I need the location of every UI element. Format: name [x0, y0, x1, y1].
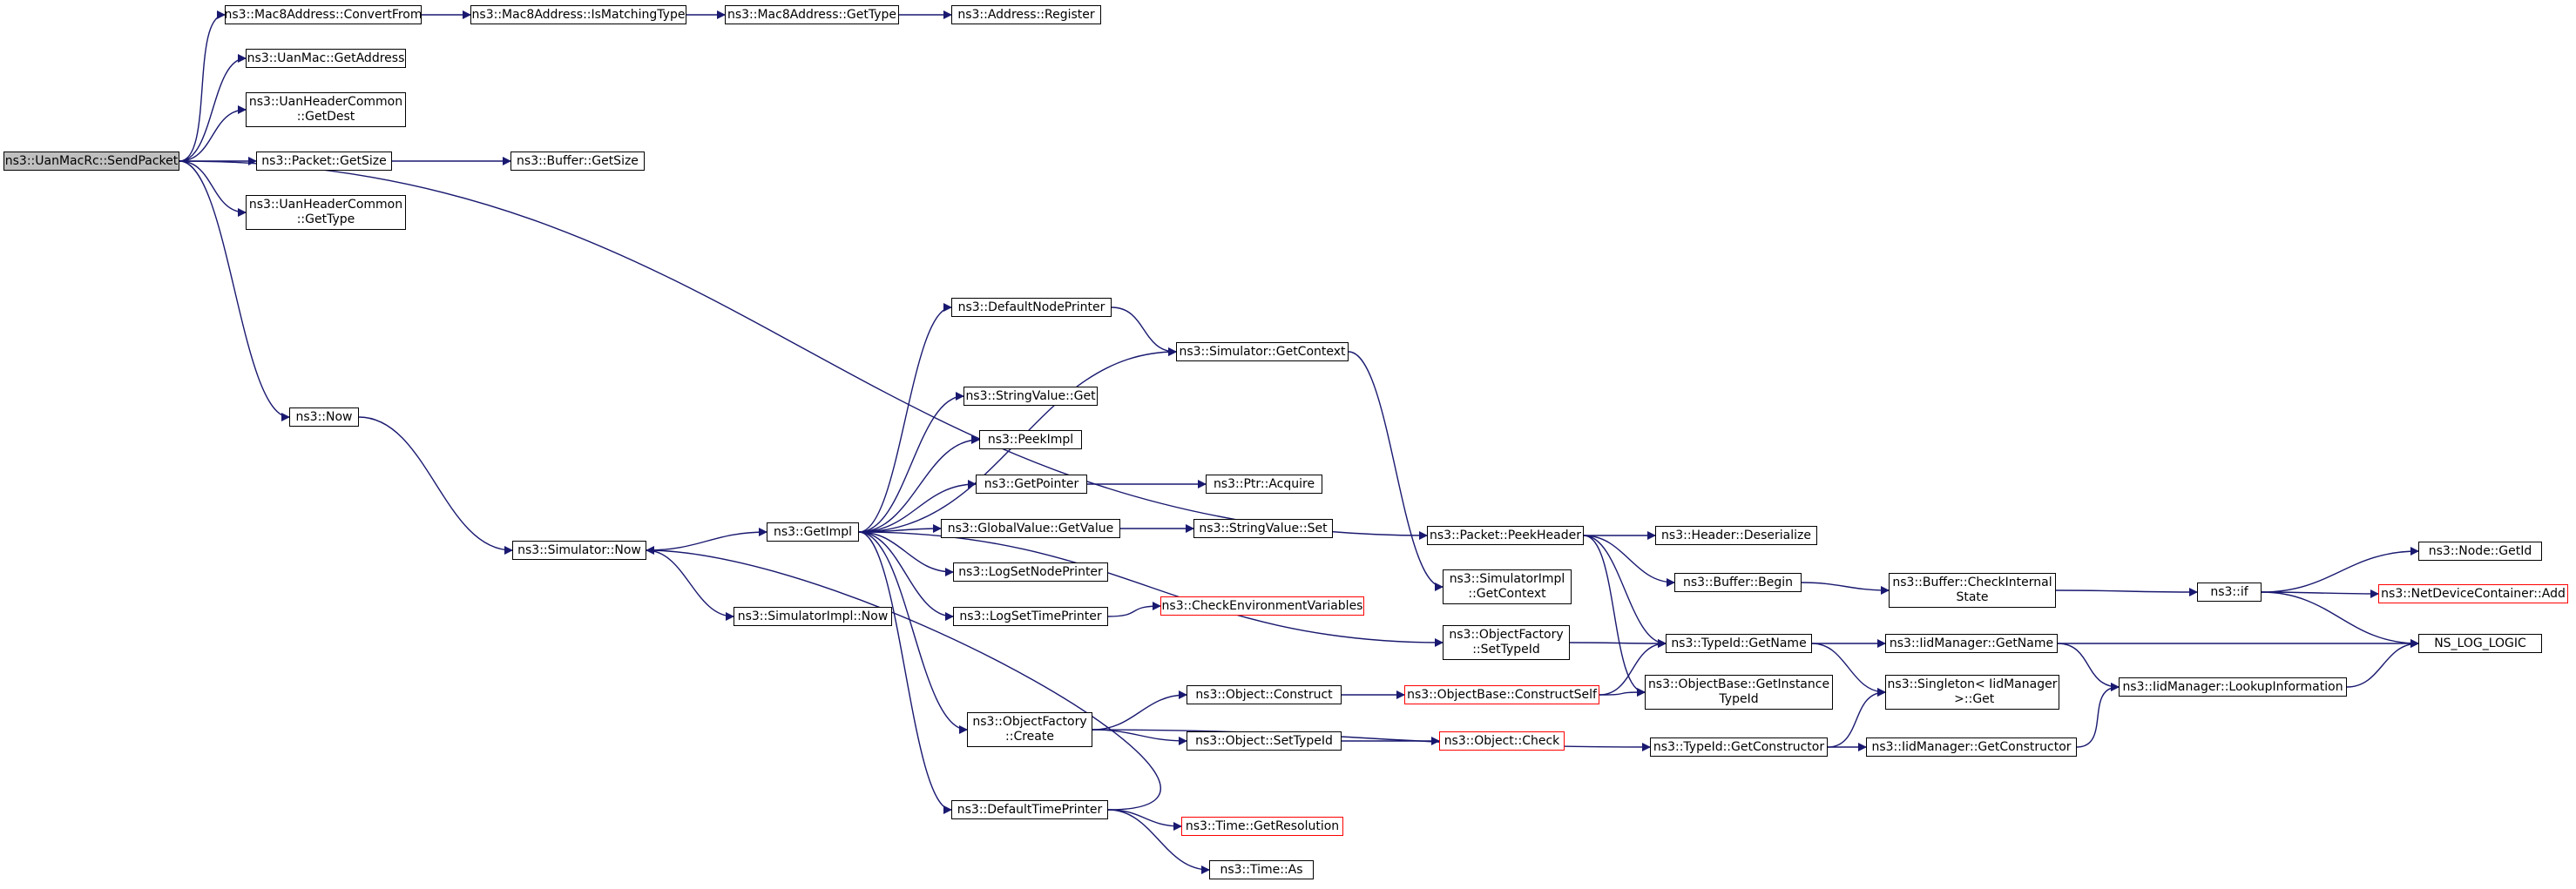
edge-simulator_now-to-simimpl_now [646, 549, 734, 621]
edge-get_impl-to-get_pointer [858, 480, 977, 533]
node-simimpl-get-context[interactable]: ns3::SimulatorImpl ::GetContext [1443, 569, 1572, 604]
edge-now-to-simulator_now [358, 416, 513, 555]
edge-send_packet-to-now [179, 160, 290, 421]
node-uanmac-get-address[interactable]: ns3::UanMac::GetAddress [246, 49, 406, 68]
node-node-get-id[interactable]: ns3::Node::GetId [2418, 542, 2542, 561]
node-globalvalue-get-value[interactable]: ns3::GlobalValue::GetValue [941, 519, 1120, 538]
node-packet-get-size[interactable]: ns3::Packet::GetSize [256, 152, 392, 171]
edge-get_impl-to-default_node_printer [858, 303, 952, 533]
node-log-set-time-printer[interactable]: ns3::LogSetTimePrinter [953, 607, 1108, 626]
edge-objectbase_construct_self-to-typeid_get_name [1599, 639, 1667, 696]
edge-ns3_if-to-ns_log_logic [2261, 591, 2419, 648]
node-mac8-get-type[interactable]: ns3::Mac8Address::GetType [725, 5, 899, 24]
edge-buffer_begin-to-buffer_check_internal_state [1801, 582, 1890, 595]
node-simimpl-now[interactable]: ns3::SimulatorImpl::Now [734, 607, 892, 626]
edge-objectbase_construct_self-to-objectbase_get_instance_type_id [1599, 688, 1646, 697]
node-netdevicecontainer-add[interactable]: ns3::NetDeviceContainer::Add [2378, 584, 2568, 603]
edge-send_packet-to-uanheader_get_dest [179, 105, 247, 162]
node-typeid-get-name[interactable]: ns3::TypeId::GetName [1666, 634, 1812, 653]
edge-simulator_get_context-to-simimpl_get_context [1348, 351, 1444, 591]
edge-ns3_if-to-node_get_id [2261, 547, 2419, 593]
node-ns3-if[interactable]: ns3::if [2197, 583, 2262, 602]
node-objectbase-get-instance-type-id[interactable]: ns3::ObjectBase::GetInstance TypeId [1645, 675, 1833, 710]
node-singleton-iidmanager-get[interactable]: ns3::Singleton< IidManager >::Get [1885, 675, 2059, 710]
edge-log_set_time_printer-to-check_env_vars [1107, 602, 1161, 617]
edge-packet_peek_header-to-typeid_get_name [1583, 535, 1667, 648]
edge-get_impl-to-object_factory_create [858, 531, 968, 734]
node-ptr-acquire[interactable]: ns3::Ptr::Acquire [1206, 475, 1322, 494]
node-uanheader-get-type[interactable]: ns3::UanHeaderCommon ::GetType [246, 195, 406, 230]
edge-simulator_now-to-get_impl [646, 528, 767, 551]
node-object-construct[interactable]: ns3::Object::Construct [1187, 685, 1342, 704]
node-default-time-printer[interactable]: ns3::DefaultTimePrinter [951, 800, 1108, 819]
node-stringvalue-set[interactable]: ns3::StringValue::Set [1193, 519, 1333, 538]
edge-send_packet-to-mac8_convert_from [179, 10, 226, 162]
edge-send_packet-to-uanheader_get_type [179, 160, 247, 217]
edge-ns3_if-to-netdevicecontainer_add [2261, 589, 2379, 598]
edge-get_impl-to-log_set_node_printer [858, 531, 954, 576]
edge-default_time_printer-to-time_get_resolution [1107, 809, 1182, 831]
node-iidmanager-lookup-information[interactable]: ns3::IidManager::LookupInformation [2119, 677, 2347, 697]
node-time-get-resolution[interactable]: ns3::Time::GetResolution [1181, 817, 1343, 836]
node-typeid-get-constructor[interactable]: ns3::TypeId::GetConstructor [1650, 737, 1828, 757]
edge-packet_peek_header-to-buffer_begin [1583, 535, 1675, 587]
node-get-impl[interactable]: ns3::GetImpl [767, 522, 859, 542]
edge-get_impl-to-peek_impl [858, 435, 980, 533]
edge-iidmanager_get_constructor-to-iidmanager_lookup_information [2076, 683, 2120, 748]
node-objectbase-construct-self[interactable]: ns3::ObjectBase::ConstructSelf [1404, 685, 1599, 704]
node-stringvalue-get[interactable]: ns3::StringValue::Get [963, 387, 1098, 406]
node-object-factory-create[interactable]: ns3::ObjectFactory ::Create [967, 712, 1092, 747]
node-address-register[interactable]: ns3::Address::Register [951, 5, 1101, 24]
edge-get_impl-to-stringvalue_get [858, 392, 964, 533]
node-iidmanager-get-name[interactable]: ns3::IidManager::GetName [1885, 634, 2058, 653]
node-simulator-get-context[interactable]: ns3::Simulator::GetContext [1176, 342, 1349, 361]
node-mac8-convert-from[interactable]: ns3::Mac8Address::ConvertFrom [225, 5, 423, 24]
edge-get_impl-to-object_factory_set_type_id [858, 531, 1444, 647]
edge-buffer_check_internal_state-to-ns3_if [2055, 587, 2198, 596]
node-buffer-begin[interactable]: ns3::Buffer::Begin [1674, 573, 1802, 592]
edge-typeid_get_constructor-to-singleton_iidmanager_get [1827, 688, 1886, 748]
node-get-pointer[interactable]: ns3::GetPointer [976, 475, 1087, 494]
node-log-set-node-printer[interactable]: ns3::LogSetNodePrinter [953, 562, 1108, 582]
node-now[interactable]: ns3::Now [289, 407, 359, 427]
node-simulator-now[interactable]: ns3::Simulator::Now [512, 541, 646, 560]
node-default-node-printer[interactable]: ns3::DefaultNodePrinter [951, 298, 1112, 317]
edge-send_packet-to-uanmac_get_address [179, 54, 247, 162]
edge-object_factory_create-to-typeid_get_constructor [1092, 729, 1651, 751]
node-check-env-vars[interactable]: ns3::CheckEnvironmentVariables [1160, 596, 1364, 616]
node-buffer-get-size[interactable]: ns3::Buffer::GetSize [510, 152, 645, 171]
node-header-deserialize[interactable]: ns3::Header::Deserialize [1655, 526, 1817, 545]
node-buffer-check-internal-state[interactable]: ns3::Buffer::CheckInternal State [1889, 573, 2056, 608]
edge-get_impl-to-log_set_time_printer [858, 531, 954, 621]
node-send-packet: ns3::UanMacRc::SendPacket [3, 152, 179, 171]
node-peek-impl[interactable]: ns3::PeekImpl [979, 430, 1082, 449]
node-uanheader-get-dest[interactable]: ns3::UanHeaderCommon ::GetDest [246, 92, 406, 127]
edge-default_node_printer-to-simulator_get_context [1111, 306, 1177, 356]
node-packet-peek-header[interactable]: ns3::Packet::PeekHeader [1427, 526, 1584, 545]
edge-iidmanager_get_name-to-iidmanager_lookup_information [2057, 643, 2120, 691]
node-time-as[interactable]: ns3::Time::As [1209, 860, 1314, 879]
node-object-check[interactable]: ns3::Object::Check [1439, 731, 1565, 751]
edge-default_time_printer-to-time_as [1107, 809, 1210, 874]
edge-default_time_printer-to-simulator_now [646, 546, 1161, 811]
edge-get_impl-to-default_time_printer [858, 531, 952, 814]
node-ns-log-logic[interactable]: NS_LOG_LOGIC [2418, 634, 2542, 653]
edge-iidmanager_lookup_information-to-ns_log_logic [2346, 639, 2419, 688]
edge-typeid_get_name-to-singleton_iidmanager_get [1811, 643, 1886, 697]
node-mac8-is-matching-type[interactable]: ns3::Mac8Address::IsMatchingType [470, 5, 686, 24]
node-object-set-type-id[interactable]: ns3::Object::SetTypeId [1187, 731, 1342, 751]
edge-send_packet-to-packet_peek_header [179, 160, 1428, 540]
edge-object_factory_create-to-object_construct [1092, 690, 1187, 731]
edge-packet_peek_header-to-objectbase_get_instance_type_id [1583, 535, 1646, 697]
node-object-factory-set-type-id[interactable]: ns3::ObjectFactory ::SetTypeId [1443, 625, 1570, 660]
node-iidmanager-get-constructor[interactable]: ns3::IidManager::GetConstructor [1866, 737, 2077, 757]
edge-object_factory_create-to-object_set_type_id [1092, 729, 1187, 745]
